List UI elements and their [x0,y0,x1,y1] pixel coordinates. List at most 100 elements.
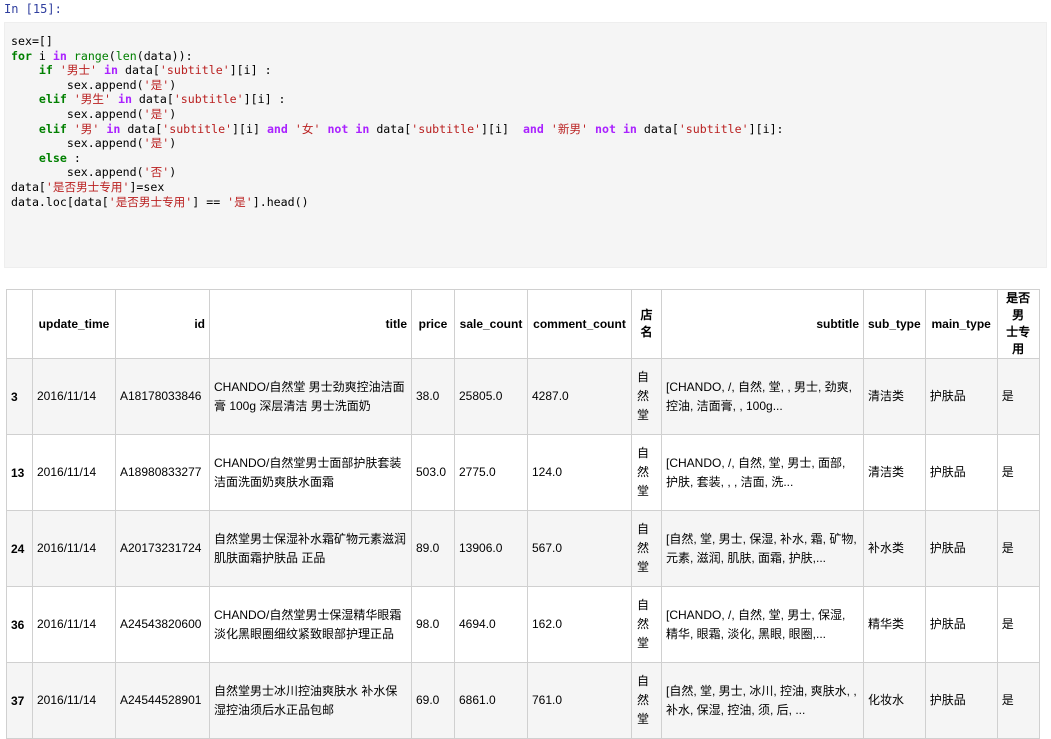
cell-subtitle: [自然, 堂, 男士, 冰川, 控油, 爽肤水, , 补水, 保湿, 控油, 须… [661,662,864,739]
cell-id: A18178033846 [115,358,210,435]
col-header-shop-line2: 名 [640,325,653,339]
cell-shop-char: 自 [636,370,649,384]
cell-price: 98.0 [411,586,455,663]
cell-update-time: 2016/11/14 [32,586,116,663]
row-index: 13 [6,434,33,511]
cell-is-male: 是 [996,358,1040,435]
cell-title: CHANDO/自然堂男士面部护肤套装洁面洗面奶爽肤水面霜 [209,434,412,511]
cell-shop-char: 自 [636,522,649,536]
cell-is-male: 是 [996,662,1040,739]
cell-main-type: 护肤品 [924,510,998,587]
cell-sub-type: 清洁类 [863,358,926,435]
cell-shop-char: 堂 [636,560,649,574]
cell-title: 自然堂男士保湿补水霜矿物元素滋润肌肤面霜护肤品 正品 [209,510,412,587]
cell-sale-count: 4694.0 [454,586,528,663]
cell-title: CHANDO/自然堂 男士劲爽控油洁面膏 100g 深层清洁 男士洗面奶 [209,358,412,435]
cell-sale-count: 6861.0 [454,662,528,739]
cell-shop-char: 自 [636,674,649,688]
cell-main-type: 护肤品 [924,434,998,511]
cell-shop-char: 自 [636,446,649,460]
cell-shop-char: 堂 [636,712,649,726]
cell-comment-count: 124.0 [527,434,632,511]
cell-shop: 自然堂 [631,358,662,435]
col-header-title: title [209,289,412,359]
cell-price: 503.0 [411,434,455,511]
cell-id: A24544528901 [115,662,210,739]
cell-is-male: 是 [996,510,1040,587]
cell-shop-char: 自 [636,598,649,612]
cell-subtitle: [自然, 堂, 男士, 保湿, 补水, 霜, 矿物, 元素, 滋润, 肌肤, 面… [661,510,864,587]
col-header-index [6,289,33,359]
cell-update-time: 2016/11/14 [32,662,116,739]
cell-shop: 自然堂 [631,662,662,739]
cell-sub-type: 清洁类 [863,434,926,511]
col-header-update-time: update_time [32,289,116,359]
col-header-price: price [411,289,455,359]
col-header-main-type: main_type [924,289,998,359]
cell-shop-char: 然 [636,541,649,555]
col-header-shop-line1: 店 [640,308,653,322]
code-cell[interactable]: sex=[] for i in range(len(data)): if '男士… [4,22,1047,268]
col-header-male-line2: 士专用 [1006,325,1031,356]
cell-shop-char: 然 [636,465,649,479]
col-header-sub-type: sub_type [863,289,926,359]
col-header-sale-count: sale_count [454,289,528,359]
cell-shop: 自然堂 [631,434,662,511]
cell-comment-count: 162.0 [527,586,632,663]
cell-is-male: 是 [996,586,1040,663]
cell-subtitle: [CHANDO, /, 自然, 堂, , 男士, 劲爽, 控油, 洁面膏, , … [661,358,864,435]
cell-sub-type: 补水类 [863,510,926,587]
cell-shop-char: 然 [636,389,649,403]
cell-shop-char: 然 [636,617,649,631]
col-header-is-male: 是否男 士专用 [996,289,1040,359]
code-editor[interactable]: sex=[] for i in range(len(data)): if '男士… [11,34,784,209]
cell-output: update_time id title price sale_count co… [6,289,1040,739]
cell-sale-count: 25805.0 [454,358,528,435]
cell-shop: 自然堂 [631,586,662,663]
table-header-row: update_time id title price sale_count co… [6,289,1040,359]
cell-shop-char: 然 [636,693,649,707]
cell-update-time: 2016/11/14 [32,358,116,435]
cell-comment-count: 761.0 [527,662,632,739]
cell-id: A20173231724 [115,510,210,587]
cell-update-time: 2016/11/14 [32,510,116,587]
cell-subtitle: [CHANDO, /, 自然, 堂, 男士, 保湿, 精华, 眼霜, 淡化, 黑… [661,586,864,663]
cell-sub-type: 精华类 [863,586,926,663]
cell-shop-char: 堂 [636,408,649,422]
cell-main-type: 护肤品 [924,586,998,663]
cell-price: 69.0 [411,662,455,739]
cell-sub-type: 化妆水 [863,662,926,739]
col-header-id: id [115,289,210,359]
cell-subtitle: [CHANDO, /, 自然, 堂, 男士, 面部, 护肤, 套装, , , 洁… [661,434,864,511]
row-index: 37 [6,662,33,739]
cell-update-time: 2016/11/14 [32,434,116,511]
cell-id: A18980833277 [115,434,210,511]
cell-id: A24543820600 [115,586,210,663]
cell-comment-count: 567.0 [527,510,632,587]
col-header-subtitle: subtitle [661,289,864,359]
cell-main-type: 护肤品 [924,662,998,739]
cell-shop-char: 堂 [636,484,649,498]
dataframe-table: update_time id title price sale_count co… [6,289,1040,739]
cell-title: CHANDO/自然堂男士保湿精华眼霜淡化黑眼圈细纹紧致眼部护理正品 [209,586,412,663]
cell-shop-char: 堂 [636,636,649,650]
cell-price: 38.0 [411,358,455,435]
col-header-male-line1: 是否男 [1006,291,1031,322]
cell-main-type: 护肤品 [924,358,998,435]
cell-prompt: In [15]: [4,2,62,16]
cell-title: 自然堂男士冰川控油爽肤水 补水保湿控油须后水正品包邮 [209,662,412,739]
col-header-comment-count: comment_count [527,289,632,359]
cell-sale-count: 13906.0 [454,510,528,587]
cell-shop: 自然堂 [631,510,662,587]
cell-price: 89.0 [411,510,455,587]
col-header-shop: 店 名 [631,289,662,359]
cell-sale-count: 2775.0 [454,434,528,511]
row-index: 24 [6,510,33,587]
cell-is-male: 是 [996,434,1040,511]
